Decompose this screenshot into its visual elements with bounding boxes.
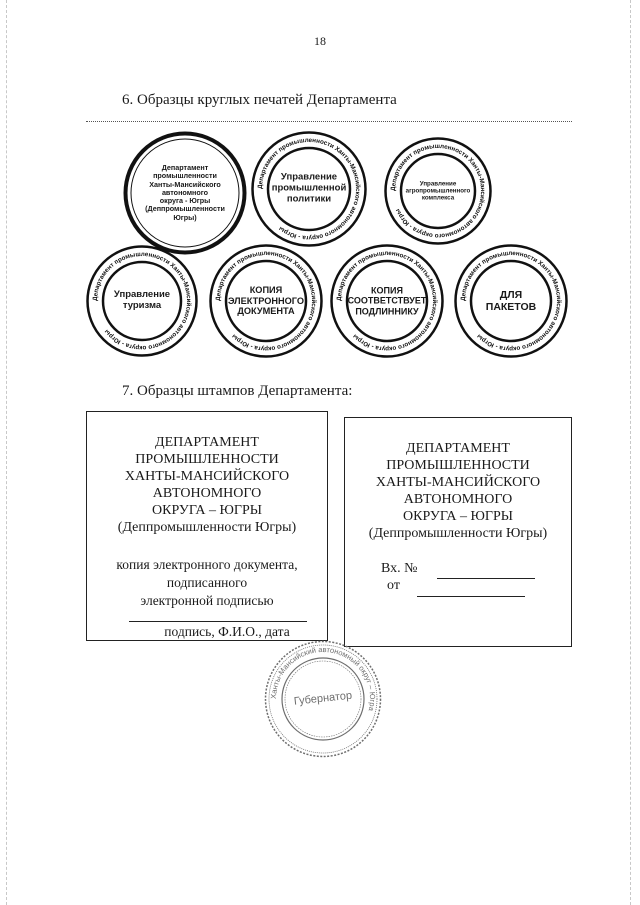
incoming-number-line bbox=[437, 578, 535, 579]
seal-department: Департамент промышленности Ханты-Мансийс… bbox=[123, 131, 247, 255]
seal-label: ДЛЯ ПАКЕТОВ bbox=[485, 288, 537, 313]
seal-agroindustrial: Департамент промышленности Ханты-Мансийс… bbox=[384, 137, 492, 245]
dotted-divider bbox=[86, 121, 572, 122]
seal-ring bbox=[224, 259, 308, 343]
seal-ring bbox=[345, 259, 429, 343]
seal-electronic-copy: Департамент промышленности Ханты-Мансийс… bbox=[209, 244, 323, 358]
stamp2-title: ДЕПАРТАМЕНТ ПРОМЫШЛЕННОСТИ ХАНТЫ-МАНСИЙС… bbox=[368, 441, 548, 541]
incoming-date-line bbox=[417, 596, 525, 597]
seal-for-packages: Департамент промышленности Ханты-Мансийс… bbox=[454, 244, 568, 358]
stamp-incoming: ДЕПАРТАМЕНТ ПРОМЫШЛЕННОСТИ ХАНТЫ-МАНСИЙС… bbox=[344, 417, 572, 647]
seal-ring bbox=[399, 152, 477, 230]
seal-graphic: Департамент промышленности Ханты-Мансийс… bbox=[86, 245, 198, 357]
seal-label: Управление туризма bbox=[113, 289, 171, 311]
page-number: 18 bbox=[314, 34, 326, 48]
seal-copy-matches-original: Департамент промышленности Ханты-Мансийс… bbox=[330, 244, 444, 358]
seal-tourism: Департамент промышленности Ханты-Мансийс… bbox=[86, 245, 198, 357]
seal-graphic: Департамент промышленности Ханты-Мансийс… bbox=[454, 244, 568, 358]
seal-ring bbox=[469, 259, 553, 343]
seal-label: Управление агропромышленного комплекса bbox=[405, 180, 471, 202]
signature-line bbox=[129, 621, 307, 622]
seal-ring bbox=[454, 244, 568, 358]
stamp1-title: ДЕПАРТАМЕНТ ПРОМЫШЛЕННОСТИ ХАНТЫ-МАНСИЙС… bbox=[117, 435, 297, 535]
seal-graphic: Департамент промышленности Ханты-Мансийс… bbox=[209, 244, 323, 358]
incoming-number-label: Вх. № bbox=[381, 561, 418, 576]
seal-ring bbox=[330, 244, 444, 358]
incoming-date-label: от bbox=[387, 578, 400, 593]
scan-margin-left bbox=[6, 0, 7, 905]
seal-ring bbox=[86, 245, 198, 357]
official-seal-graphic: Ханты-Мансийский автономный округ – Югра bbox=[264, 640, 382, 758]
stamp1-line2: подписанного bbox=[166, 575, 248, 590]
scan-margin-right bbox=[630, 0, 631, 905]
section6-heading: 6. Образцы круглых печатей Департамента bbox=[122, 92, 397, 108]
governor-official-seal: Ханты-Мансийский автономный округ – Югра… bbox=[264, 640, 382, 758]
seal-label: Управление промышленной политики bbox=[271, 171, 347, 205]
seal-ring bbox=[266, 146, 352, 232]
seal-ring bbox=[101, 260, 183, 342]
seal-ring bbox=[209, 244, 323, 358]
seal-graphic bbox=[123, 131, 247, 255]
seal-label: КОПИЯ ЭЛЕКТРОННОГО ДОКУМЕНТА bbox=[227, 285, 304, 317]
stamp1-caption: подпись, Ф.И.О., дата bbox=[164, 624, 290, 639]
seal-ring bbox=[130, 138, 240, 248]
stamp1-line1: копия электронного документа, bbox=[116, 557, 298, 572]
seal-graphic: Департамент промышленности Ханты-Мансийс… bbox=[330, 244, 444, 358]
section7-heading: 7. Образцы штампов Департамента: bbox=[122, 383, 353, 399]
stamp1-line3: электронной подписью bbox=[140, 593, 274, 608]
seal-graphic: Департамент промышленности Ханты-Мансийс… bbox=[251, 131, 367, 247]
seal-label: КОПИЯ СООТВЕТСТВУЕТ ПОДЛИННИКУ bbox=[347, 285, 427, 317]
seal-industrial-policy: Департамент промышленности Ханты-Мансийс… bbox=[251, 131, 367, 247]
seal-ring bbox=[123, 131, 247, 255]
seal-graphic: Департамент промышленности Ханты-Мансийс… bbox=[384, 137, 492, 245]
seal-ring bbox=[384, 137, 492, 245]
seal-label: Департамент промышленности Ханты-Мансийс… bbox=[145, 163, 225, 222]
seal-ring bbox=[251, 131, 367, 247]
stamp-electronic-copy: ДЕПАРТАМЕНТ ПРОМЫШЛЕННОСТИ ХАНТЫ-МАНСИЙС… bbox=[86, 411, 328, 641]
